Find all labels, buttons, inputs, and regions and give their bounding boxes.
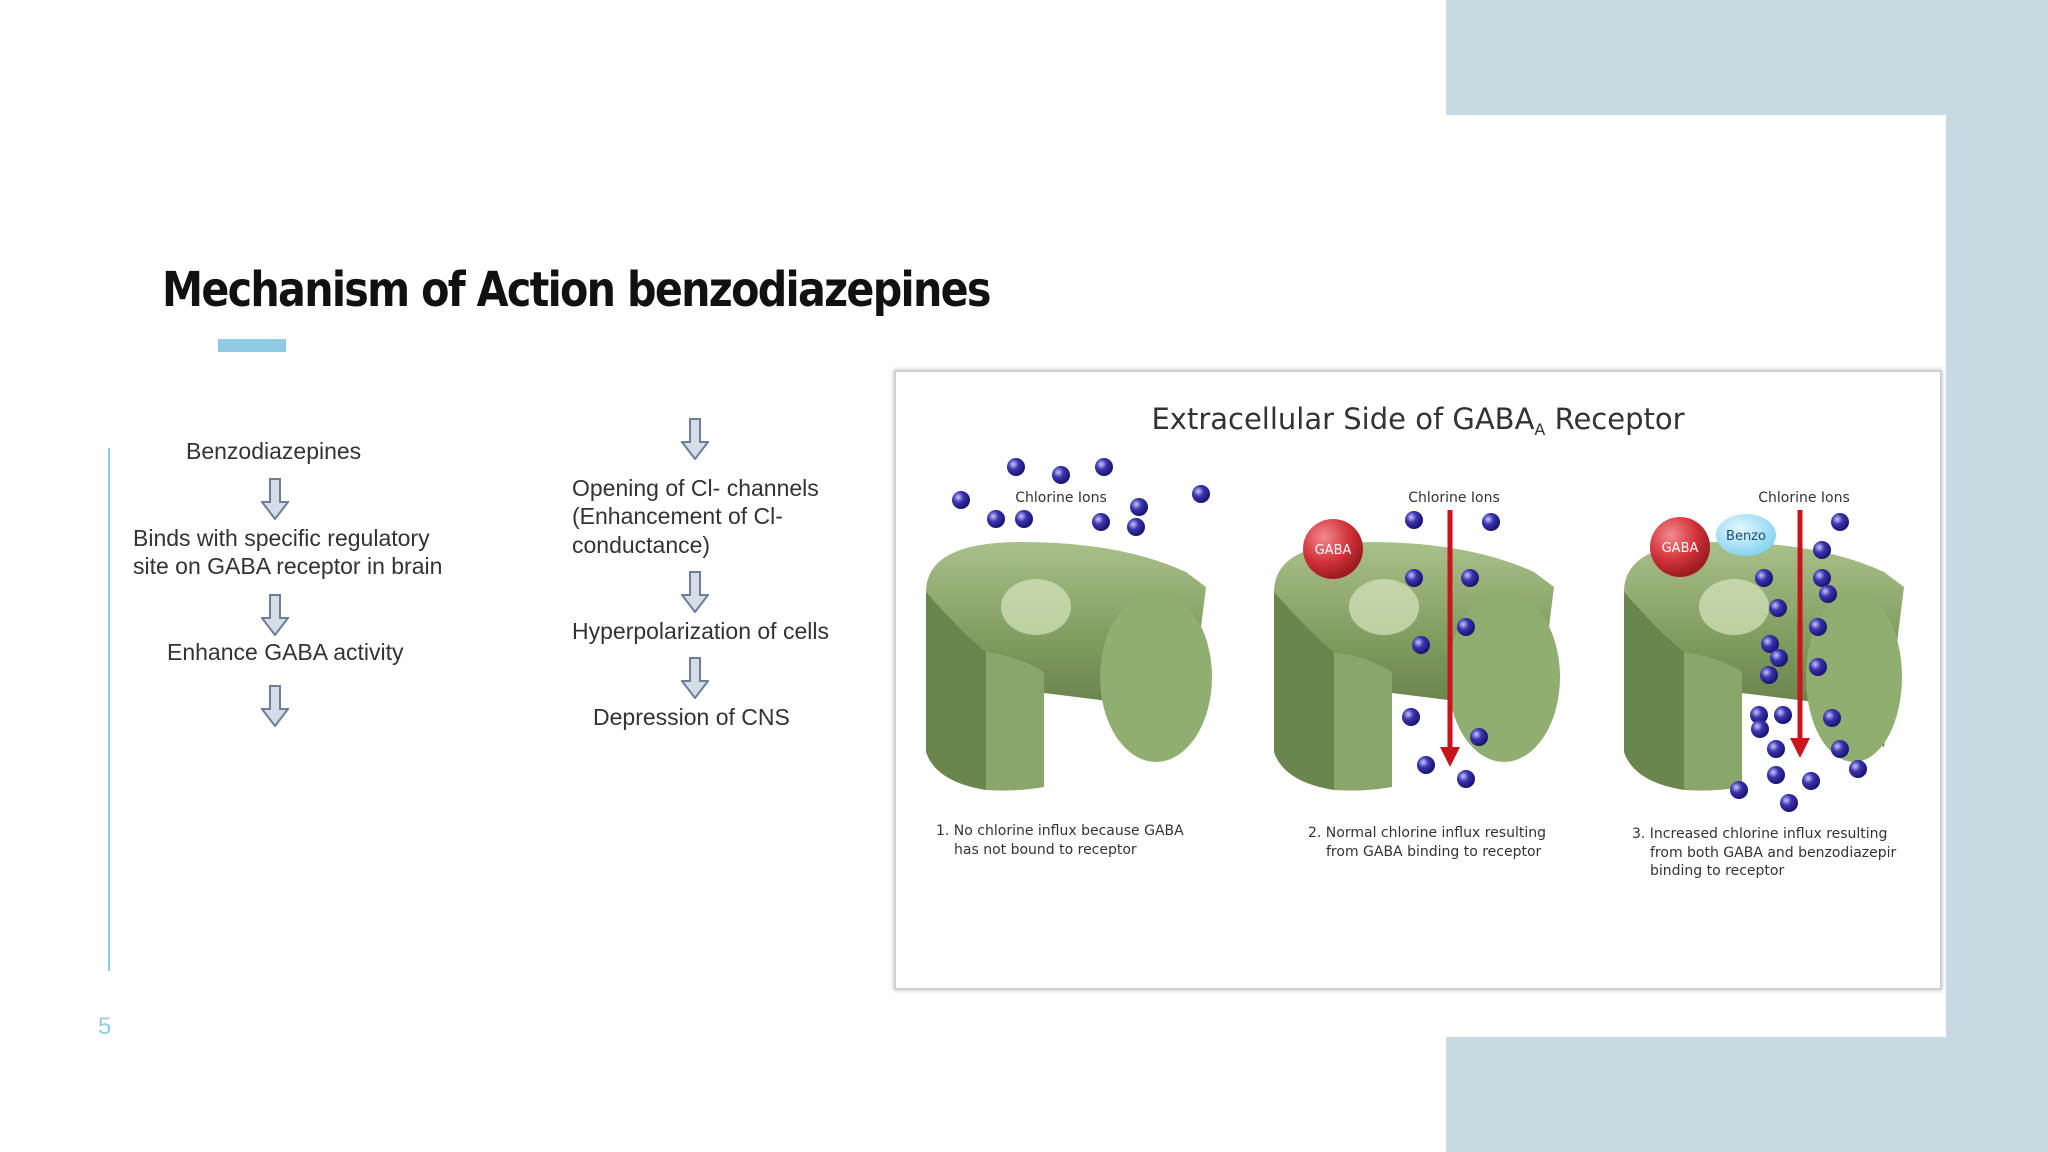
receptor-ring-2 <box>1274 542 1560 791</box>
gaba-label-3: GABA <box>1662 541 1699 556</box>
slide-title: Mechanism of Action benzodiazepines <box>162 262 991 318</box>
caption-1-line1: 1. No chlorine influx because GABA <box>936 823 1184 839</box>
chlorine-label-2: Chlorine Ions <box>1408 490 1500 506</box>
flow-step-enhance-gaba: Enhance GABA activity <box>167 639 404 665</box>
left-accent-rule <box>108 448 110 971</box>
decorative-block-top <box>1446 0 2048 115</box>
gaba-molecule-2 <box>1303 519 1363 579</box>
chlorine-ion-cluster-1 <box>952 458 1210 536</box>
decorative-block-right <box>1946 115 2048 1037</box>
caption-1-line2: has not bound to receptor <box>954 842 1137 858</box>
caption-3-line2: from both GABA and benzodiazepir <box>1650 845 1897 861</box>
chlorine-ion-cluster-3 <box>1730 513 1867 812</box>
down-arrow-icon <box>261 685 289 727</box>
receptor-ring-1 <box>926 542 1212 791</box>
flow-step-benzodiazepines: Benzodiazepines <box>186 438 362 464</box>
flow-step-opening-line1: Opening of Cl- channels <box>572 475 819 501</box>
chlorine-label-1: Chlorine Ions <box>1015 490 1107 506</box>
benzo-molecule-3 <box>1716 514 1776 556</box>
decorative-block-bottom <box>1446 1037 2048 1152</box>
figure-title: Extracellular Side of GABAA Receptor <box>896 402 1940 439</box>
flow-step-opening-line3: conductance) <box>572 532 711 558</box>
flow-step-binds-line2: site on GABA receptor in brain <box>133 553 443 579</box>
caption-3-line3: binding to receptor <box>1650 863 1784 879</box>
title-underline <box>218 339 286 352</box>
down-arrow-icon <box>681 657 709 699</box>
flow-step-depression-cns: Depression of CNS <box>593 704 790 730</box>
gaba-receptor-figure: Extracellular Side of GABAA Receptor <box>894 370 1942 990</box>
flow-step-hyperpolarization: Hyperpolarization of cells <box>572 618 829 644</box>
caption-2-line2: from GABA binding to receptor <box>1326 844 1542 860</box>
page-number: 5 <box>98 1013 112 1040</box>
chlorine-ion-cluster-2 <box>1402 511 1500 788</box>
figure-title-end: Receptor <box>1554 402 1685 436</box>
benzo-label-3: Benzo <box>1726 529 1766 544</box>
caption-3-line1: 3. Increased chlorine influx resulting <box>1632 826 1887 842</box>
figure-title-main: Extracellular Side of GABA <box>1151 402 1535 436</box>
chlorine-label-3: Chlorine Ions <box>1758 490 1850 506</box>
flow-step-binds-line1: Binds with specific regulatory <box>133 525 430 551</box>
receptor-diagram: Chlorine Ions 1. No chlorine influx beca… <box>926 458 1940 879</box>
down-arrow-icon <box>261 594 289 636</box>
down-arrow-icon <box>261 478 289 520</box>
figure-title-subscript: A <box>1534 420 1546 439</box>
caption-2-line1: 2. Normal chlorine influx resulting <box>1308 825 1546 841</box>
down-arrow-icon <box>681 571 709 613</box>
gaba-label-2: GABA <box>1315 543 1352 558</box>
down-arrow-icon <box>681 418 709 460</box>
flow-step-opening-line2: (Enhancement of Cl- <box>572 503 783 529</box>
gaba-molecule-3 <box>1650 517 1710 577</box>
